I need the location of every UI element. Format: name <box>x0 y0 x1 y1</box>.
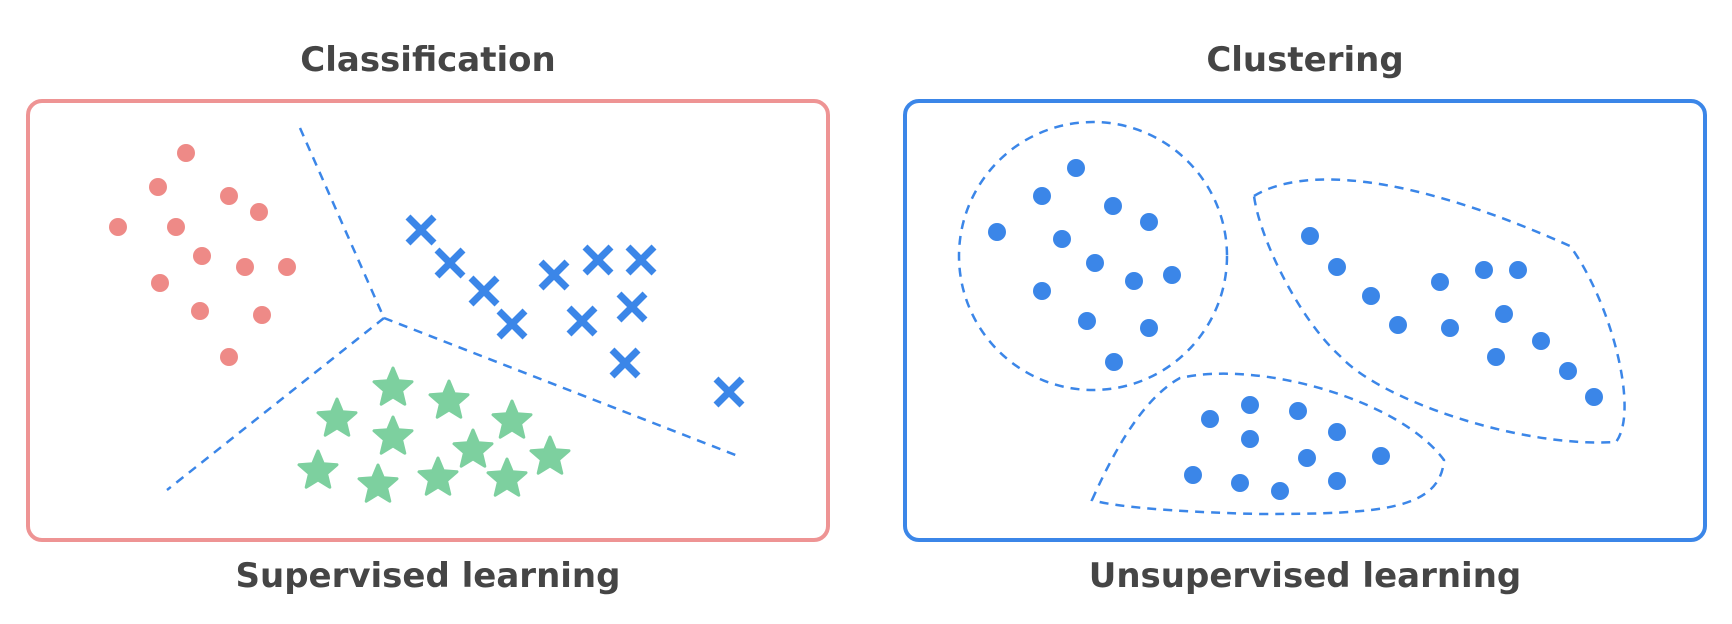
unsupervised-learning-caption: Unsupervised learning <box>1088 556 1522 596</box>
clustering-points <box>988 159 1603 500</box>
blue-dot <box>1241 396 1259 414</box>
blue-dot <box>1271 482 1289 500</box>
blue-dot <box>1289 402 1307 420</box>
clustering-title: Clustering <box>1206 40 1404 80</box>
classification-title: Classification <box>300 40 556 80</box>
cross-icon <box>582 244 614 276</box>
red-dot <box>193 247 211 265</box>
blue-dot <box>1431 273 1449 291</box>
star-icon <box>529 435 571 475</box>
blue-dot <box>1441 319 1459 337</box>
red-dot <box>177 144 195 162</box>
red-dot <box>278 258 296 276</box>
blue-dot <box>1372 447 1390 465</box>
blue-dot <box>1475 261 1493 279</box>
cluster-outline-bottom <box>1090 372 1446 516</box>
decision-boundary-line <box>383 316 739 458</box>
cross-icon <box>609 347 641 379</box>
blue-dot <box>1362 287 1380 305</box>
star-icon <box>372 366 414 406</box>
red-dot <box>151 274 169 292</box>
star-icon <box>372 415 414 455</box>
cross-icon <box>616 291 648 323</box>
cross-icon <box>713 376 745 408</box>
decision-boundaries <box>166 127 739 491</box>
red-dot <box>167 218 185 236</box>
classification-panel-frame <box>26 99 830 542</box>
cross-icon <box>405 214 437 246</box>
red-dot <box>253 306 271 324</box>
red-dot <box>250 203 268 221</box>
blue-dot <box>1078 312 1096 330</box>
blue-dot <box>1298 449 1316 467</box>
blue-dot <box>1328 258 1346 276</box>
cross-icon <box>566 305 598 337</box>
cross-icon <box>468 275 500 307</box>
blue-dot <box>1163 266 1181 284</box>
star-icon <box>428 379 470 419</box>
cross-icon <box>538 259 570 291</box>
clustering-panel-frame <box>903 99 1707 542</box>
decision-boundary-line <box>298 127 386 319</box>
red-dot <box>109 218 127 236</box>
star-icon <box>486 457 528 497</box>
red-dot <box>220 187 238 205</box>
star-icon <box>417 456 459 496</box>
star-icon <box>316 397 358 437</box>
blue-dot <box>1140 319 1158 337</box>
cross-icon <box>496 308 528 340</box>
star-icon <box>452 428 494 468</box>
blue-dot <box>1487 348 1505 366</box>
red-dot <box>191 302 209 320</box>
supervised-learning-caption: Supervised learning <box>235 556 621 596</box>
cross-icon <box>625 244 657 276</box>
blue-dot <box>1104 197 1122 215</box>
star-icon <box>297 449 339 489</box>
blue-dot <box>988 223 1006 241</box>
blue-dot <box>1585 388 1603 406</box>
red-dot <box>149 178 167 196</box>
blue-dot <box>1201 410 1219 428</box>
blue-dot <box>1184 466 1202 484</box>
cross-icon <box>434 247 466 279</box>
red-dot <box>220 348 238 366</box>
blue-dot <box>1559 362 1577 380</box>
blue-dot <box>1389 316 1407 334</box>
blue-dot <box>1067 159 1085 177</box>
blue-dot <box>1033 187 1051 205</box>
blue-dot <box>1328 472 1346 490</box>
blue-dot <box>1495 305 1513 323</box>
blue-dot <box>1328 423 1346 441</box>
star-icon <box>357 463 399 503</box>
star-icon <box>491 399 533 439</box>
blue-dot <box>1053 230 1071 248</box>
blue-dot <box>1033 282 1051 300</box>
blue-dot <box>1532 332 1550 350</box>
red-dot <box>236 258 254 276</box>
blue-dot <box>1086 254 1104 272</box>
blue-dot <box>1125 272 1143 290</box>
cluster-outlines <box>957 120 1626 516</box>
decision-boundary-line <box>166 317 385 491</box>
blue-dot <box>1140 213 1158 231</box>
blue-dot <box>1241 430 1259 448</box>
blue-dot <box>1105 353 1123 371</box>
blue-dot <box>1231 474 1249 492</box>
blue-dot <box>1509 261 1527 279</box>
cluster-outline-right <box>1252 178 1626 444</box>
cluster-outline-left <box>957 120 1229 392</box>
classification-points <box>109 144 745 503</box>
blue-dot <box>1301 227 1319 245</box>
